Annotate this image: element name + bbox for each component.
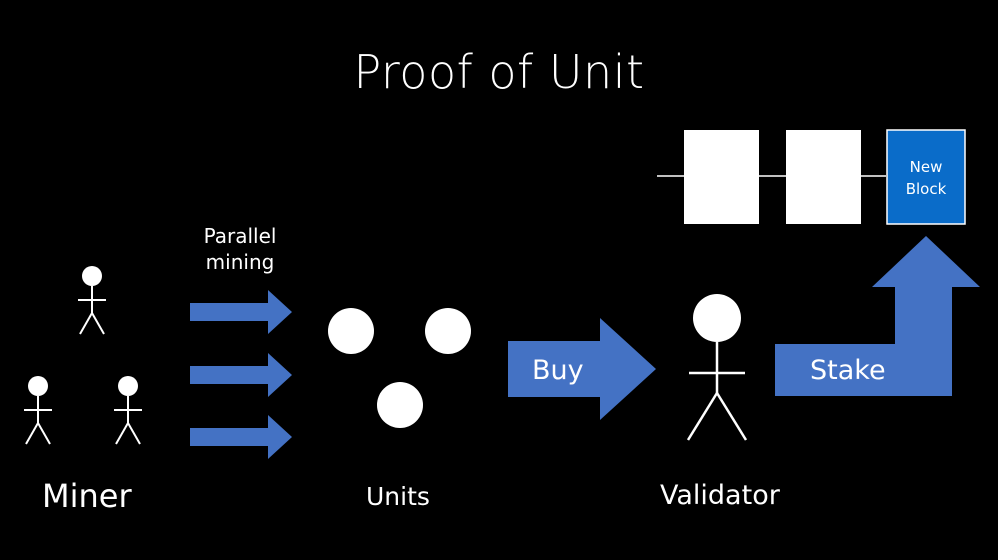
new-block-label: New Block xyxy=(888,156,964,200)
block-1 xyxy=(684,130,759,224)
buy-label: Buy xyxy=(532,355,584,386)
mining-arrow-2 xyxy=(190,353,292,397)
mining-arrow-3 xyxy=(190,415,292,459)
new-block-label-line1: New xyxy=(909,158,943,176)
parallel-mining-label: Parallel mining xyxy=(192,223,288,275)
miner-label: Miner xyxy=(42,477,132,515)
miner-figure-left xyxy=(24,376,52,445)
units-label: Units xyxy=(366,482,430,511)
block-2 xyxy=(786,130,861,224)
buy-arrow xyxy=(508,318,656,420)
diagram-title: Proof of Unit xyxy=(353,45,645,99)
new-block-label-line2: Block xyxy=(905,180,947,198)
unit-circle-1 xyxy=(328,308,374,354)
stake-label: Stake xyxy=(810,355,886,386)
stake-arrow xyxy=(775,236,980,396)
new-block xyxy=(886,129,966,225)
validator-figure xyxy=(686,294,748,441)
unit-circle-2 xyxy=(425,308,471,354)
validator-label: Validator xyxy=(660,480,780,511)
parallel-label-line2: mining xyxy=(205,250,275,274)
miner-figure-top xyxy=(78,266,106,335)
parallel-label-line1: Parallel xyxy=(203,224,277,248)
unit-circle-3 xyxy=(377,382,423,428)
mining-arrow-1 xyxy=(190,290,292,334)
miner-figure-right xyxy=(114,376,142,445)
